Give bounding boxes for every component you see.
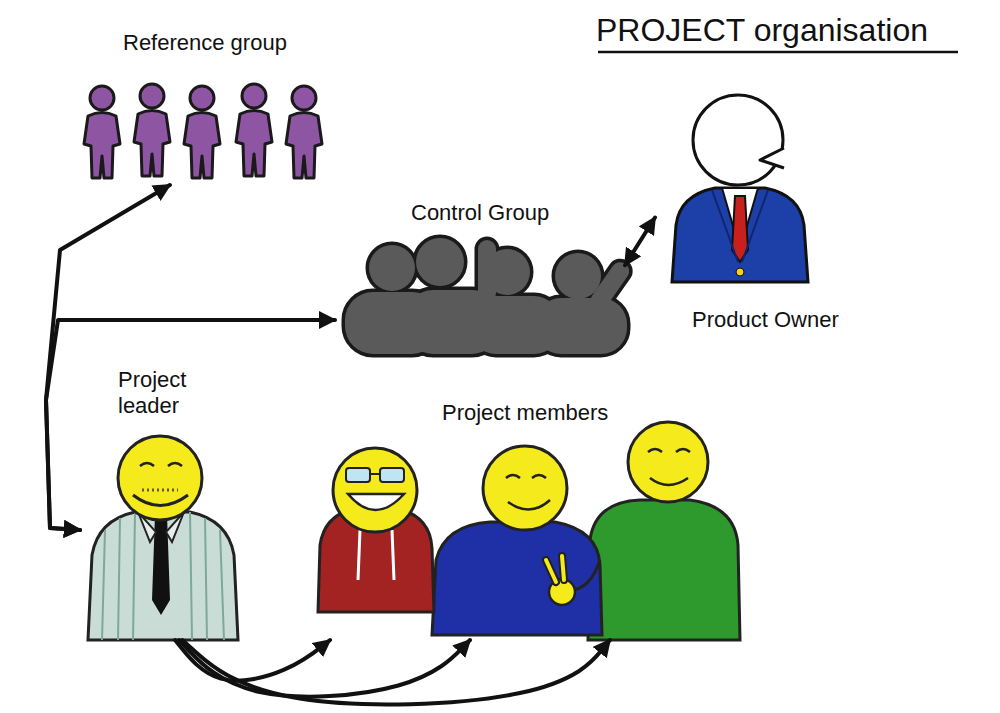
arrow-connector xyxy=(625,218,655,266)
lapels xyxy=(712,190,768,262)
person-figure xyxy=(236,84,272,176)
person-figure xyxy=(84,86,120,178)
shirt xyxy=(88,512,238,640)
head xyxy=(483,446,567,530)
head xyxy=(693,95,783,185)
arrow-connector xyxy=(46,185,170,530)
head xyxy=(118,436,202,520)
node-label: Product Owner xyxy=(692,307,839,333)
product-owner-figure xyxy=(672,95,808,282)
group-silhouette xyxy=(345,238,633,354)
face xyxy=(648,449,690,485)
diagram-title: PROJECT organisation xyxy=(596,12,928,49)
shirt-stripes xyxy=(102,512,224,640)
arrow-connector xyxy=(46,320,335,530)
project-leader-figure xyxy=(88,436,238,640)
control-group-figures xyxy=(345,238,633,354)
hoodie-strings xyxy=(358,530,394,580)
arrow-connector xyxy=(182,640,610,704)
head xyxy=(333,448,417,532)
node-label: Project members xyxy=(442,400,608,426)
arrow-connector xyxy=(179,640,470,697)
title-underline xyxy=(598,51,958,54)
peace-fingers xyxy=(546,556,564,582)
face xyxy=(506,475,550,510)
reference-group-figures xyxy=(84,84,322,178)
project-members-figures xyxy=(318,422,740,640)
group-outline xyxy=(345,238,633,354)
mustache xyxy=(142,489,178,492)
figure-node: Project leader xyxy=(80,365,245,640)
mouth xyxy=(760,148,784,168)
peace-fingers-outline xyxy=(546,556,564,582)
node-label: Project leader xyxy=(118,367,230,420)
figure-node: Reference group xyxy=(75,28,335,185)
eyes xyxy=(140,463,182,466)
figure-node: Product Owner xyxy=(655,100,875,335)
glasses-bridge xyxy=(370,473,380,475)
glasses xyxy=(380,468,404,482)
green-shirt xyxy=(588,500,740,640)
blue-shirt xyxy=(432,522,602,635)
person-figure xyxy=(286,86,322,178)
glasses xyxy=(346,468,370,482)
head xyxy=(628,422,708,502)
suit xyxy=(672,188,808,282)
button xyxy=(736,268,744,276)
smile xyxy=(133,495,188,506)
node-label: Reference group xyxy=(123,30,287,56)
figure-node: Project members xyxy=(305,398,745,640)
grin xyxy=(348,494,404,510)
person-figure xyxy=(184,86,220,178)
node-label: Control Group xyxy=(411,200,549,226)
figure-node: Control Group xyxy=(335,198,625,358)
person-figure xyxy=(134,84,170,176)
